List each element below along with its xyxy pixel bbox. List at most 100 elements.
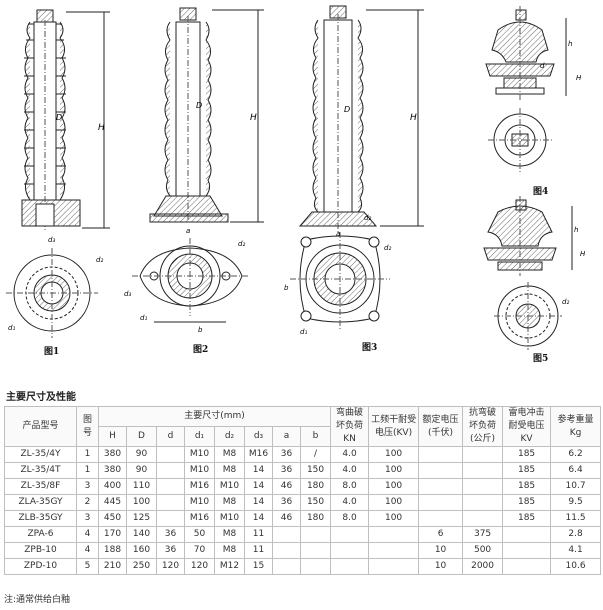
header-model: 产品型号 bbox=[4, 406, 77, 447]
table-cell: 50 bbox=[184, 526, 215, 543]
table-cell: 5 bbox=[76, 558, 99, 575]
table-cell: 1 bbox=[76, 462, 99, 479]
table-cell: ZLA-35GY bbox=[4, 494, 77, 511]
header-dim-D: D bbox=[126, 426, 157, 447]
table-cell: 90 bbox=[126, 462, 157, 479]
table-cell: M10 bbox=[184, 494, 215, 511]
table-cell: 170 bbox=[98, 526, 127, 543]
dim-D-fig2: D bbox=[196, 101, 202, 110]
table-cell: 36 bbox=[156, 542, 185, 559]
header-main-dims: 主要尺寸(mm) bbox=[97, 406, 332, 427]
dim-d3-fig2: d₃ bbox=[124, 290, 131, 298]
figure-4-label: 图4 bbox=[533, 187, 549, 197]
dim-d-fig4: d bbox=[540, 62, 545, 70]
table-cell: 100 bbox=[368, 478, 420, 495]
header-rated-voltage: 额定电压(千伏) bbox=[418, 406, 464, 447]
table-cell bbox=[156, 494, 185, 511]
table-cell: 100 bbox=[368, 510, 420, 527]
table-cell bbox=[330, 526, 370, 543]
spec-table: 产品型号 图号 主要尺寸(mm) 弯曲破坏负荷KN 工频干耐受电压(KV) 额定… bbox=[4, 406, 602, 575]
table-cell bbox=[368, 542, 420, 559]
table-cell bbox=[462, 462, 504, 479]
dim-h-fig4: h bbox=[568, 40, 572, 48]
dim-H-fig2: H bbox=[250, 113, 257, 123]
dim-h-fig5: h bbox=[574, 226, 578, 234]
header-figure: 图号 bbox=[76, 406, 99, 447]
dim-D-fig1: D bbox=[56, 113, 62, 122]
table-cell bbox=[462, 478, 504, 495]
dim-d3-fig1: d₃ bbox=[48, 236, 55, 244]
header-power-freq: 工频干耐受电压(KV) bbox=[368, 406, 420, 447]
table-cell: 14 bbox=[244, 510, 273, 527]
table-cell: 185 bbox=[502, 446, 552, 463]
table-cell: 2.8 bbox=[550, 526, 602, 543]
table-cell: 36 bbox=[272, 462, 301, 479]
dim-H-fig1: H bbox=[98, 123, 105, 133]
table-cell: 3 bbox=[76, 510, 99, 527]
table-cell: 380 bbox=[98, 462, 127, 479]
table-cell bbox=[418, 510, 464, 527]
table-cell: 10 bbox=[418, 542, 464, 559]
table-cell: 188 bbox=[98, 542, 127, 559]
table-cell: 100 bbox=[368, 462, 420, 479]
table-cell: 110 bbox=[126, 478, 157, 495]
table-cell: 11 bbox=[244, 526, 273, 543]
table-cell bbox=[299, 558, 332, 575]
table-cell bbox=[156, 462, 185, 479]
table-cell: ZPB-10 bbox=[4, 542, 77, 559]
table-cell: 3 bbox=[76, 478, 99, 495]
table-cell: 70 bbox=[184, 542, 215, 559]
figure-5-elevation: h H bbox=[483, 196, 586, 276]
table-cell bbox=[330, 542, 370, 559]
table-cell bbox=[462, 510, 504, 527]
table-cell: 90 bbox=[126, 446, 157, 463]
table-cell bbox=[330, 558, 370, 575]
table-cell: 450 bbox=[98, 510, 127, 527]
table-cell: 4.0 bbox=[330, 446, 370, 463]
header-dim-d3: d₃ bbox=[244, 426, 273, 447]
table-cell: 4 bbox=[76, 542, 99, 559]
header-impulse: 雷电冲击耐受电压KV bbox=[502, 406, 552, 447]
table-cell bbox=[502, 542, 552, 559]
table-cell: ZL-35/8F bbox=[4, 478, 77, 495]
table-cell: M8 bbox=[214, 526, 245, 543]
figure-1-plan: d₂ d₁ bbox=[6, 248, 103, 338]
table-cell: 6.2 bbox=[550, 446, 602, 463]
dim-H-fig3: H bbox=[410, 113, 417, 123]
table-cell bbox=[418, 494, 464, 511]
figure-1-label: 图1 bbox=[44, 347, 60, 357]
dim-b-fig2: b bbox=[198, 326, 203, 334]
dim-a-fig2: a bbox=[186, 227, 190, 235]
header-weight: 参考重量Kg bbox=[550, 406, 602, 447]
table-cell: M10 bbox=[214, 510, 245, 527]
table-cell: 4.0 bbox=[330, 494, 370, 511]
table-cell: 120 bbox=[184, 558, 215, 575]
table-cell: 14 bbox=[244, 478, 273, 495]
figure-1-elevation: H D d₃ bbox=[21, 9, 110, 244]
table-cell bbox=[502, 526, 552, 543]
table-cell: 10.6 bbox=[550, 558, 602, 575]
table-cell bbox=[418, 462, 464, 479]
dim-d2-fig5: d₂ bbox=[562, 298, 569, 306]
table-cell: 11.5 bbox=[550, 510, 602, 527]
table-cell: ZLB-35GY bbox=[4, 510, 77, 527]
table-cell: 150 bbox=[299, 494, 332, 511]
table-cell: M10 bbox=[184, 462, 215, 479]
table-cell: M8 bbox=[214, 542, 245, 559]
footnote: 注:通常供给白釉 bbox=[4, 595, 71, 605]
table-cell: 11 bbox=[244, 542, 273, 559]
table-cell: 180 bbox=[299, 510, 332, 527]
figure-5-plan: d₂ bbox=[494, 282, 569, 350]
figure-4-elevation: h H d bbox=[485, 6, 582, 100]
table-cell: 2 bbox=[76, 494, 99, 511]
table-cell: 36 bbox=[156, 526, 185, 543]
dim-d2-fig3: d₂ bbox=[364, 214, 371, 222]
table-cell: 160 bbox=[126, 542, 157, 559]
